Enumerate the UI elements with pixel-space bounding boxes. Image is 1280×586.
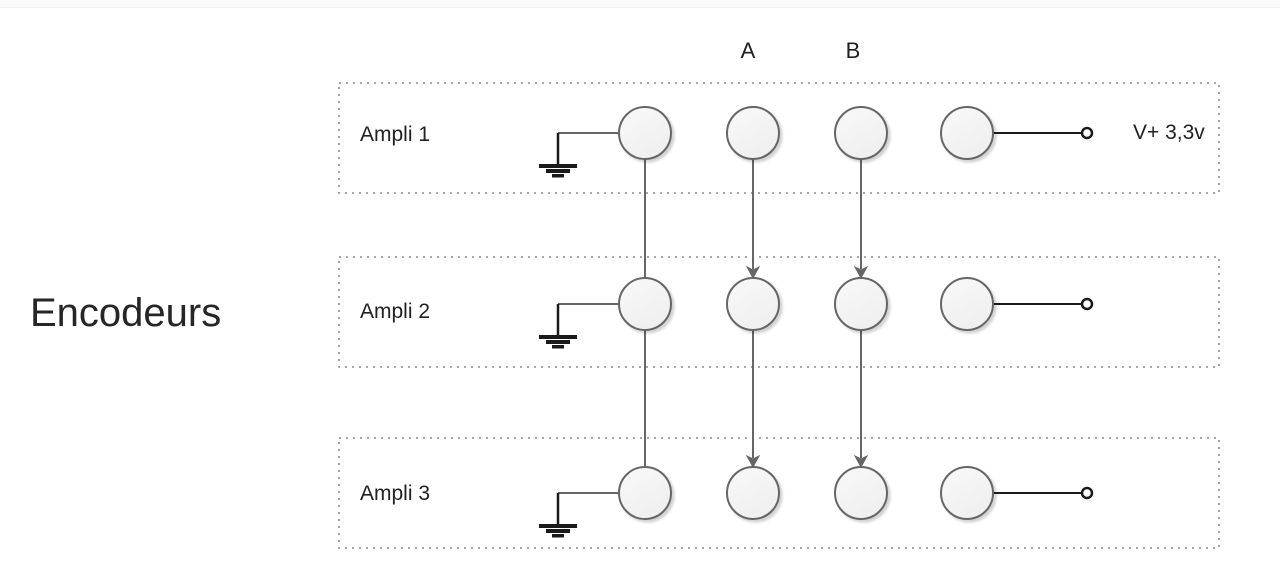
ampli-2-box xyxy=(338,256,1220,368)
terminal-row2-b xyxy=(834,277,888,331)
column-label-a: A xyxy=(740,38,756,63)
supply-voltage-label: V+ 3,3v xyxy=(1133,121,1205,144)
terminal-row2-a xyxy=(726,277,780,331)
terminal-row3-vcc xyxy=(940,466,994,520)
column-label-b: B xyxy=(845,38,861,63)
pin-terminal-row3 xyxy=(1080,486,1094,500)
terminal-row3-b xyxy=(834,466,888,520)
window-top-strip xyxy=(0,0,1280,8)
ground-icon-row2 xyxy=(539,303,620,349)
terminal-row3-a xyxy=(726,466,780,520)
ampli-2-label: Ampli 2 xyxy=(360,300,431,323)
diagram-title: Encodeurs xyxy=(30,291,222,335)
terminal-row2-vcc xyxy=(940,277,994,331)
arrowhead-a-row2 xyxy=(745,265,761,280)
arrowhead-a-row3 xyxy=(745,454,761,469)
terminal-row2-gnd xyxy=(618,277,672,331)
ampli-3-box xyxy=(338,437,1220,549)
pin-terminal-row1 xyxy=(1080,126,1094,140)
terminal-row1-b xyxy=(834,106,888,160)
terminal-row1-a xyxy=(726,106,780,160)
ground-icon-row3 xyxy=(539,492,620,538)
terminal-row1-vcc xyxy=(940,106,994,160)
pin-terminal-row2 xyxy=(1080,297,1094,311)
terminal-row1-gnd xyxy=(618,106,672,160)
ampli-1-label: Ampli 1 xyxy=(360,123,431,146)
ampli-3-label: Ampli 3 xyxy=(360,482,431,505)
terminal-row3-gnd xyxy=(618,466,672,520)
arrowhead-b-row2 xyxy=(853,265,869,280)
ground-icon-row1 xyxy=(539,132,620,178)
arrowhead-b-row3 xyxy=(853,454,869,469)
ampli-1-box xyxy=(338,82,1220,194)
